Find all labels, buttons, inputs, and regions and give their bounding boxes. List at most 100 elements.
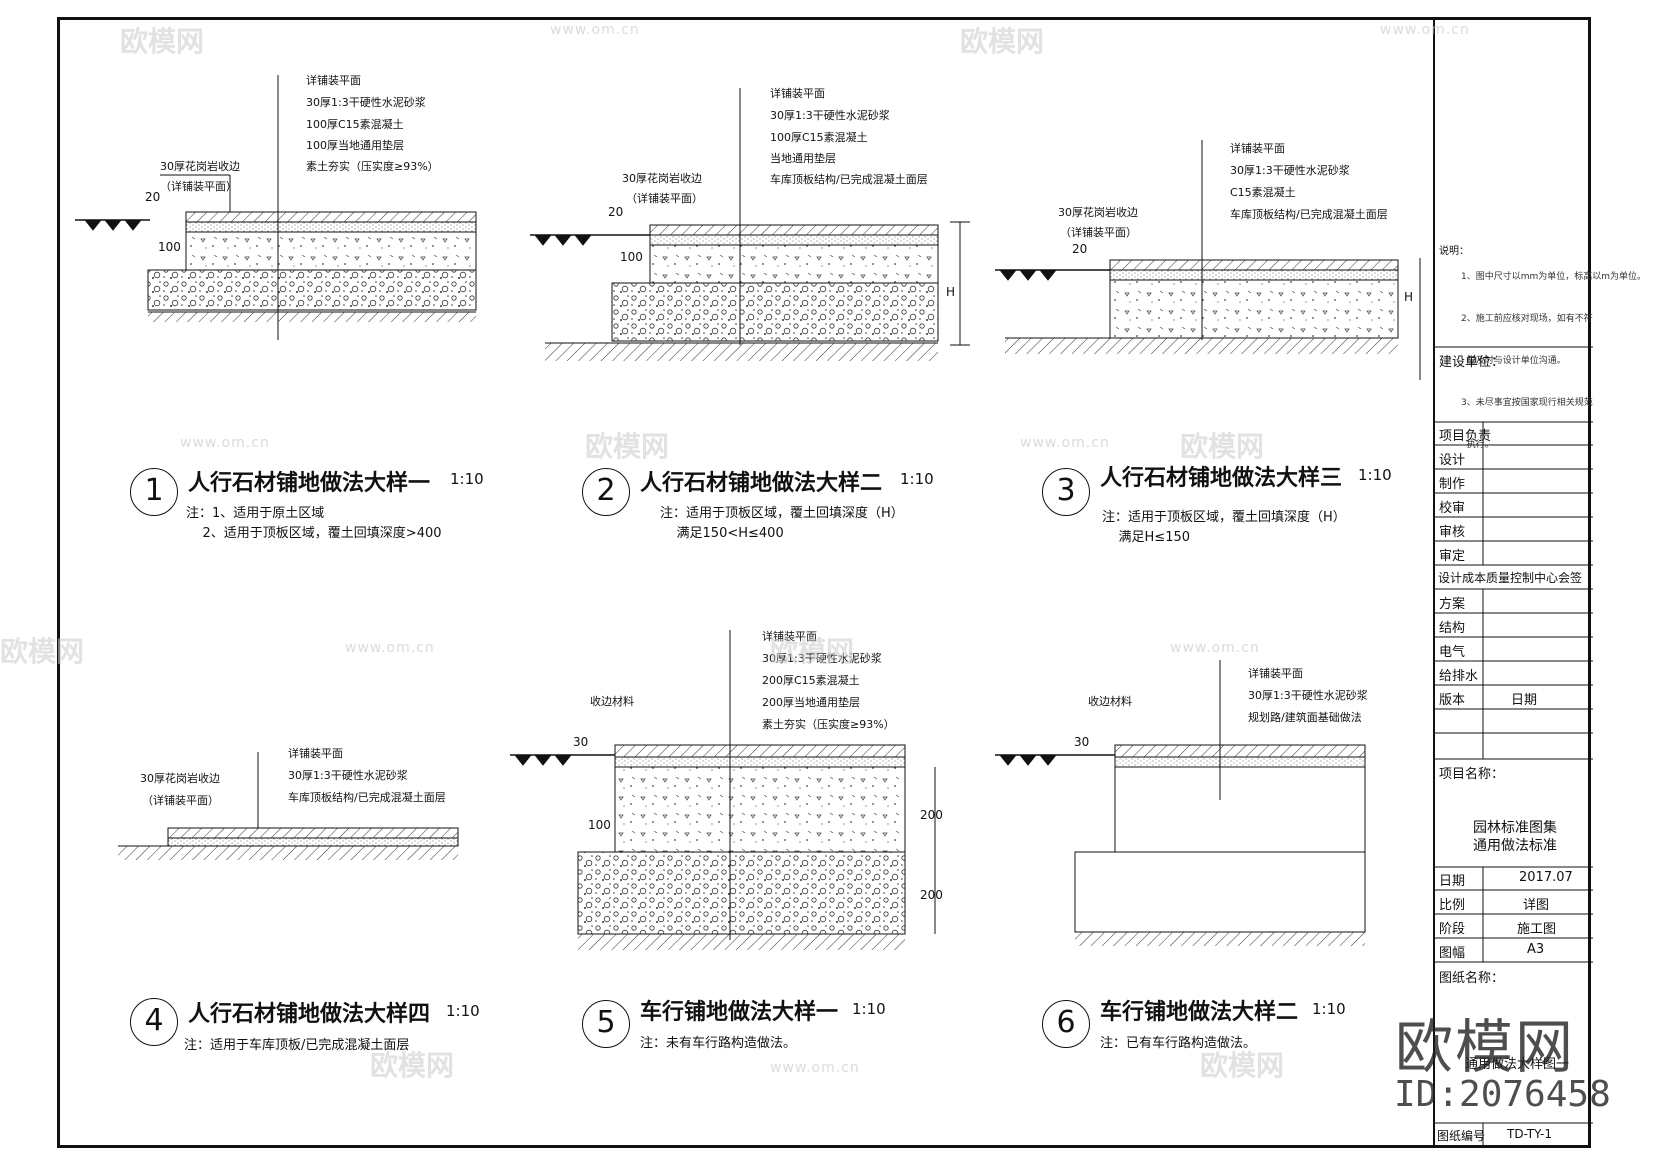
dim-label: 100: [620, 250, 643, 264]
detail-note: 注：未有车行路构造做法。: [640, 1036, 797, 1051]
layer-label: 30厚1:3干硬性水泥砂浆: [770, 109, 890, 122]
layer-label: 素土夯实（压实度≥93%）: [306, 160, 439, 173]
row-label: 结构: [1439, 621, 1466, 636]
layer-label: 详铺装平面: [762, 630, 817, 643]
layer-label: 100厚C15素混凝土: [770, 131, 868, 144]
note-line: 执行。: [1461, 440, 1494, 450]
dim-label: H: [1404, 290, 1414, 304]
detail-note: 注：适用于顶板区域，覆土回填深度（H） 满足150<H≤400: [660, 506, 904, 541]
info-value: 施工图: [1517, 922, 1557, 937]
layer-label: 车库顶板结构/已完成混凝土面层: [770, 173, 928, 186]
watermark-url: www.om.cn: [1380, 22, 1470, 38]
dim-label: 20: [145, 190, 161, 204]
watermark-id: ID:2076458: [1394, 1074, 1611, 1115]
detail-4-section: [118, 752, 459, 860]
layer-label: 车库顶板结构/已完成混凝土面层: [1230, 208, 1388, 221]
watermark-brand: 欧模网: [960, 25, 1045, 58]
watermark-url: www.om.cn: [180, 435, 270, 451]
project-label: 项目名称：: [1439, 767, 1505, 782]
detail-number: 1: [130, 468, 178, 516]
detail-number: 4: [130, 998, 178, 1046]
edge-label: 30厚花岗岩收边: [140, 772, 220, 785]
row-label: 电气: [1439, 645, 1466, 660]
layer-label: 当地通用垫层: [770, 152, 836, 165]
edge-label: 收边材料: [590, 695, 634, 708]
client-label: 建设单位：: [1439, 355, 1505, 370]
edge-label: 收边材料: [1088, 695, 1132, 708]
detail-scale: 1:10: [1312, 1000, 1346, 1018]
row-label: 审核: [1439, 525, 1466, 540]
drawing-frame: [57, 17, 1591, 1148]
row-label: 项目负责: [1439, 429, 1492, 444]
dim-label: 200: [920, 808, 943, 822]
detail-number: 5: [582, 1000, 630, 1048]
layer-label: 200厚当地通用垫层: [762, 696, 860, 709]
edge-label: 30厚花岗岩收边: [160, 160, 240, 173]
watermark-url: www.om.cn: [550, 22, 640, 38]
detail-title: 人行石材铺地做法大样一: [188, 471, 431, 496]
detail-number: 3: [1042, 468, 1090, 516]
edge-label: 30厚花岗岩收边: [622, 172, 702, 185]
watermark-brand: 欧模网: [770, 635, 855, 668]
note-line: 2、施工前应核对现场，如有不符: [1461, 314, 1593, 324]
title-block: 说明： 1、图中尺寸以mm为单位，标高以m为单位。 2、施工前应核对现场，如有不…: [1433, 17, 1646, 1148]
detail-note: 注：已有车行路构造做法。: [1100, 1036, 1257, 1051]
detail-6-section: [995, 660, 1366, 946]
detail-scale: 1:10: [450, 470, 484, 488]
layer-label: 100厚当地通用垫层: [306, 139, 404, 152]
watermark-url: www.om.cn: [1170, 640, 1260, 656]
detail-title: 车行铺地做法大样二: [1100, 1000, 1299, 1025]
dim-label: 30: [1074, 735, 1090, 749]
dim-label: 100: [588, 818, 611, 832]
layer-label: 详铺装平面: [288, 747, 343, 760]
layer-label: 详铺装平面: [770, 87, 825, 100]
info-value: 2017.07: [1519, 870, 1573, 885]
project-name: 园林标准图集: [1473, 820, 1557, 836]
title-block-grid: [1435, 346, 1593, 1148]
dim-label: 20: [608, 205, 624, 219]
watermark-brand: 欧模网: [585, 430, 670, 463]
info-label: 比例: [1439, 898, 1466, 913]
watermark-brand: 欧模网: [1180, 430, 1265, 463]
row-label: 给排水: [1439, 669, 1479, 684]
info-label: 日期: [1439, 874, 1466, 889]
project-name: 通用做法标准: [1473, 838, 1557, 854]
edge-sub: （详铺装平面）: [626, 192, 703, 205]
detail-3-section: [995, 140, 1421, 380]
drawing-no: TD-TY-1: [1507, 1127, 1552, 1141]
edge-sub: （详铺装平面）: [1060, 226, 1137, 239]
layer-label: 30厚1:3干硬性水泥砂浆: [762, 652, 882, 665]
row-label: 校审: [1439, 501, 1466, 516]
sign-header: 设计成本质量控制中心会签: [1438, 571, 1583, 585]
edge-label: 30厚花岗岩收边: [1058, 206, 1138, 219]
edge-sub: （详铺装平面）: [142, 794, 219, 807]
detail-title: 车行铺地做法大样一: [640, 1000, 839, 1025]
dim-label: 100: [158, 240, 181, 254]
watermark-brand: 欧模网: [1200, 1049, 1285, 1082]
watermark-brand: 欧模网: [370, 1049, 455, 1082]
layer-label: C15素混凝土: [1230, 186, 1296, 199]
detail-note: 注：适用于顶板区域，覆土回填深度（H） 满足H≤150: [1102, 510, 1346, 545]
note-line: 应及时与设计单位沟通。: [1461, 356, 1566, 366]
detail-title: 人行石材铺地做法大样三: [1100, 466, 1343, 491]
row-label: 制作: [1439, 477, 1466, 492]
detail-scale: 1:10: [852, 1000, 886, 1018]
info-label: 阶段: [1439, 922, 1466, 937]
drawing-name-label: 图纸名称：: [1439, 971, 1505, 986]
drawing-no-label: 图纸编号: [1437, 1129, 1486, 1143]
layer-label: 规划路/建筑面基础做法: [1248, 711, 1362, 724]
detail-2-section: [530, 88, 970, 361]
info-value: 详图: [1523, 898, 1550, 913]
watermark-url: www.om.cn: [345, 640, 435, 656]
detail-scale: 1:10: [900, 470, 934, 488]
detail-title: 人行石材铺地做法大样二: [640, 471, 883, 496]
detail-number: 6: [1042, 1000, 1090, 1048]
detail-number: 2: [582, 468, 630, 516]
dim-label: H: [946, 285, 956, 299]
detail-scale: 1:10: [446, 1002, 480, 1020]
detail-scale: 1:10: [1358, 466, 1392, 484]
layer-label: 车库顶板结构/已完成混凝土面层: [288, 791, 446, 804]
notes-body: 1、图中尺寸以mm为单位，标高以m为单位。 2、施工前应核对现场，如有不符 应及…: [1461, 242, 1646, 480]
layer-label: 100厚C15素混凝土: [306, 118, 404, 131]
